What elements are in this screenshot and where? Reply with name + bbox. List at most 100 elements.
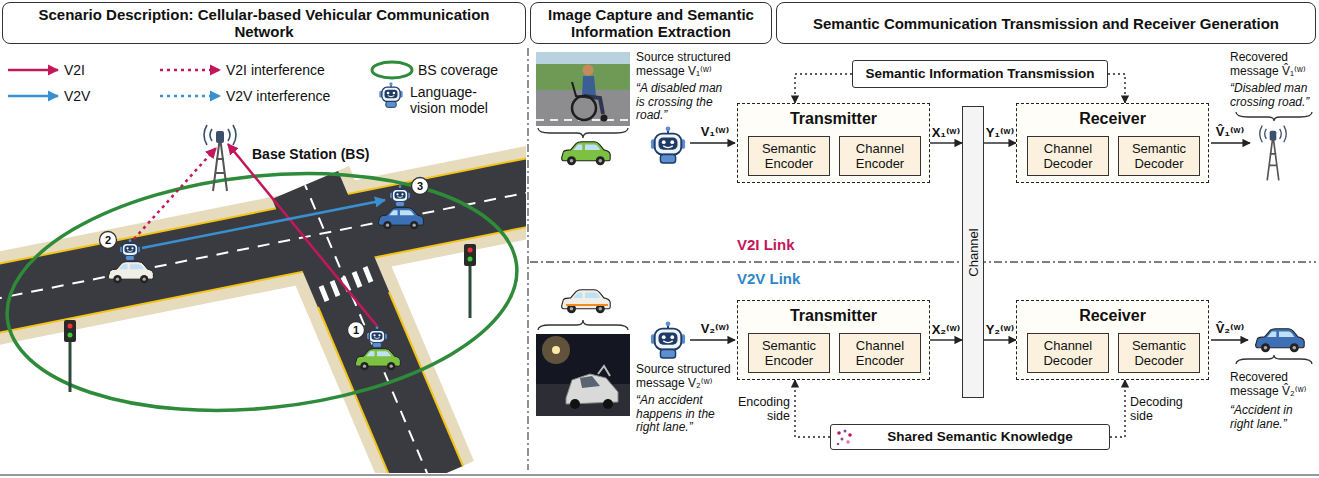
legend-entry: V2I xyxy=(64,62,85,78)
block-label: Channel Decoder xyxy=(1030,141,1106,171)
signal-symbol: V₁⁽ʷ⁾ xyxy=(697,124,733,140)
callout-number: 3 xyxy=(412,178,428,194)
base-station xyxy=(204,125,236,191)
coverage-sample xyxy=(372,62,412,78)
legend-text: V2V interference xyxy=(226,88,330,104)
road-edge xyxy=(318,307,397,473)
connector xyxy=(1110,380,1125,437)
v2v-sample xyxy=(8,95,58,98)
block-label: Semantic Decoder xyxy=(1121,338,1197,368)
road-edge xyxy=(0,223,526,333)
v2i-sample xyxy=(8,69,58,72)
bottom-rule xyxy=(0,474,1319,475)
robot-icon xyxy=(651,321,685,358)
legend-text: BS coverage xyxy=(418,62,498,78)
info-box: Semantic Information Transmission xyxy=(852,60,1108,88)
signal-lamp xyxy=(68,324,73,329)
signal-lamp xyxy=(468,248,473,253)
connector xyxy=(795,380,830,437)
message-quote: “An accident happens in the right lane.” xyxy=(636,394,731,435)
photo-night xyxy=(536,334,630,416)
legend-entry: Language-vision model xyxy=(410,84,506,116)
robot-icon xyxy=(390,185,410,206)
legend-text: V2I xyxy=(64,62,85,78)
v2v-interference-sample xyxy=(160,95,220,98)
road xyxy=(0,157,526,333)
robot-icon xyxy=(120,239,140,260)
lane-marking xyxy=(0,190,526,300)
legend-text: V2I interference xyxy=(226,62,325,78)
block-label: Semantic Encoder xyxy=(751,338,827,368)
input-arrow xyxy=(690,142,735,143)
zebra-crossing xyxy=(321,267,371,301)
brace xyxy=(538,320,628,330)
robot-icon xyxy=(367,326,387,347)
decoder-box: Channel Decoder xyxy=(1027,136,1109,176)
photo-road xyxy=(536,90,630,126)
block-title: Transmitter xyxy=(738,306,929,325)
traffic-pole xyxy=(69,338,72,392)
message-quote: “Disabled man crossing road.” xyxy=(1230,82,1316,109)
transmitter-box: TransmitterSemantic Encoder Channel Encod… xyxy=(737,300,930,380)
encoder-box: Channel Encoder xyxy=(839,333,921,373)
output-arrow xyxy=(1211,142,1250,143)
lane-marking xyxy=(305,185,430,473)
panel-divider xyxy=(527,48,528,470)
person-head xyxy=(583,65,594,76)
message-caption: Recovered message V̂₂⁽ʷ⁾ xyxy=(1230,370,1316,398)
station-label: Base Station (BS) xyxy=(250,146,371,163)
edge-label: Y₁⁽ʷ⁾ xyxy=(986,125,1014,141)
photo-wheelchair xyxy=(536,52,630,126)
connector xyxy=(930,339,962,340)
traffic-pole xyxy=(469,258,472,318)
person-legs xyxy=(584,96,603,114)
block-label: Channel Encoder xyxy=(842,338,918,368)
panel-heading-box: Scenario Description: Cellular-based Veh… xyxy=(2,2,526,44)
base-station xyxy=(1260,126,1287,181)
encoder-box: Semantic Encoder xyxy=(748,136,830,176)
callout-circle xyxy=(412,178,429,195)
callout-number: 1 xyxy=(348,322,364,338)
wrecked-window xyxy=(580,376,600,388)
crumpled-hood xyxy=(598,366,610,376)
brace xyxy=(1236,355,1312,364)
box-label: Semantic Information Transmission xyxy=(866,66,1095,82)
link-title: V2I Link xyxy=(737,236,795,254)
car-wheel xyxy=(603,399,613,409)
brace xyxy=(538,128,628,138)
coverage-ellipse xyxy=(0,150,526,434)
channel-box: Channel xyxy=(962,106,984,398)
signal-lamp xyxy=(468,257,473,262)
v2i-interference-sample xyxy=(160,69,220,72)
wheelchair-wheel xyxy=(601,115,608,122)
channel-label: Channel xyxy=(966,228,981,276)
message-quote: “A disabled man is crossing the road.” xyxy=(636,82,734,123)
car-blue xyxy=(378,208,423,230)
message-caption: Source structured message V₂⁽ʷ⁾ xyxy=(636,362,734,390)
block-label: Semantic Encoder xyxy=(751,141,827,171)
connector xyxy=(984,339,1016,340)
photo-sky xyxy=(536,52,630,126)
block-label: Channel Encoder xyxy=(842,141,918,171)
street-lamp xyxy=(552,346,560,354)
transmitter-box: TransmitterSemantic EncoderChannel Encod… xyxy=(737,103,930,183)
edge-label: Y₂⁽ʷ⁾ xyxy=(986,322,1015,338)
callout-circle xyxy=(100,232,117,249)
box-label: Shared Semantic Knowledge xyxy=(887,429,1072,445)
connector xyxy=(984,142,1016,143)
legend-text: Language-vision model xyxy=(410,84,488,116)
legend-text: V2V xyxy=(64,88,90,104)
intersection-scene xyxy=(0,125,526,473)
car-taxi xyxy=(562,290,611,313)
decoder-box: Semantic Decoder xyxy=(1118,333,1200,373)
person-torso xyxy=(582,76,596,96)
zebra-stripe xyxy=(332,281,338,296)
robot-icon xyxy=(651,126,685,163)
scene-links xyxy=(100,144,429,339)
signal-symbol: V̂₂⁽ʷ⁾ xyxy=(1212,321,1248,337)
edge-label: X₁⁽ʷ⁾ xyxy=(932,125,960,141)
block-label: Channel Decoder xyxy=(1030,338,1106,368)
edge-label: X₂⁽ʷ⁾ xyxy=(932,322,961,338)
block-title: Receiver xyxy=(1017,306,1208,325)
